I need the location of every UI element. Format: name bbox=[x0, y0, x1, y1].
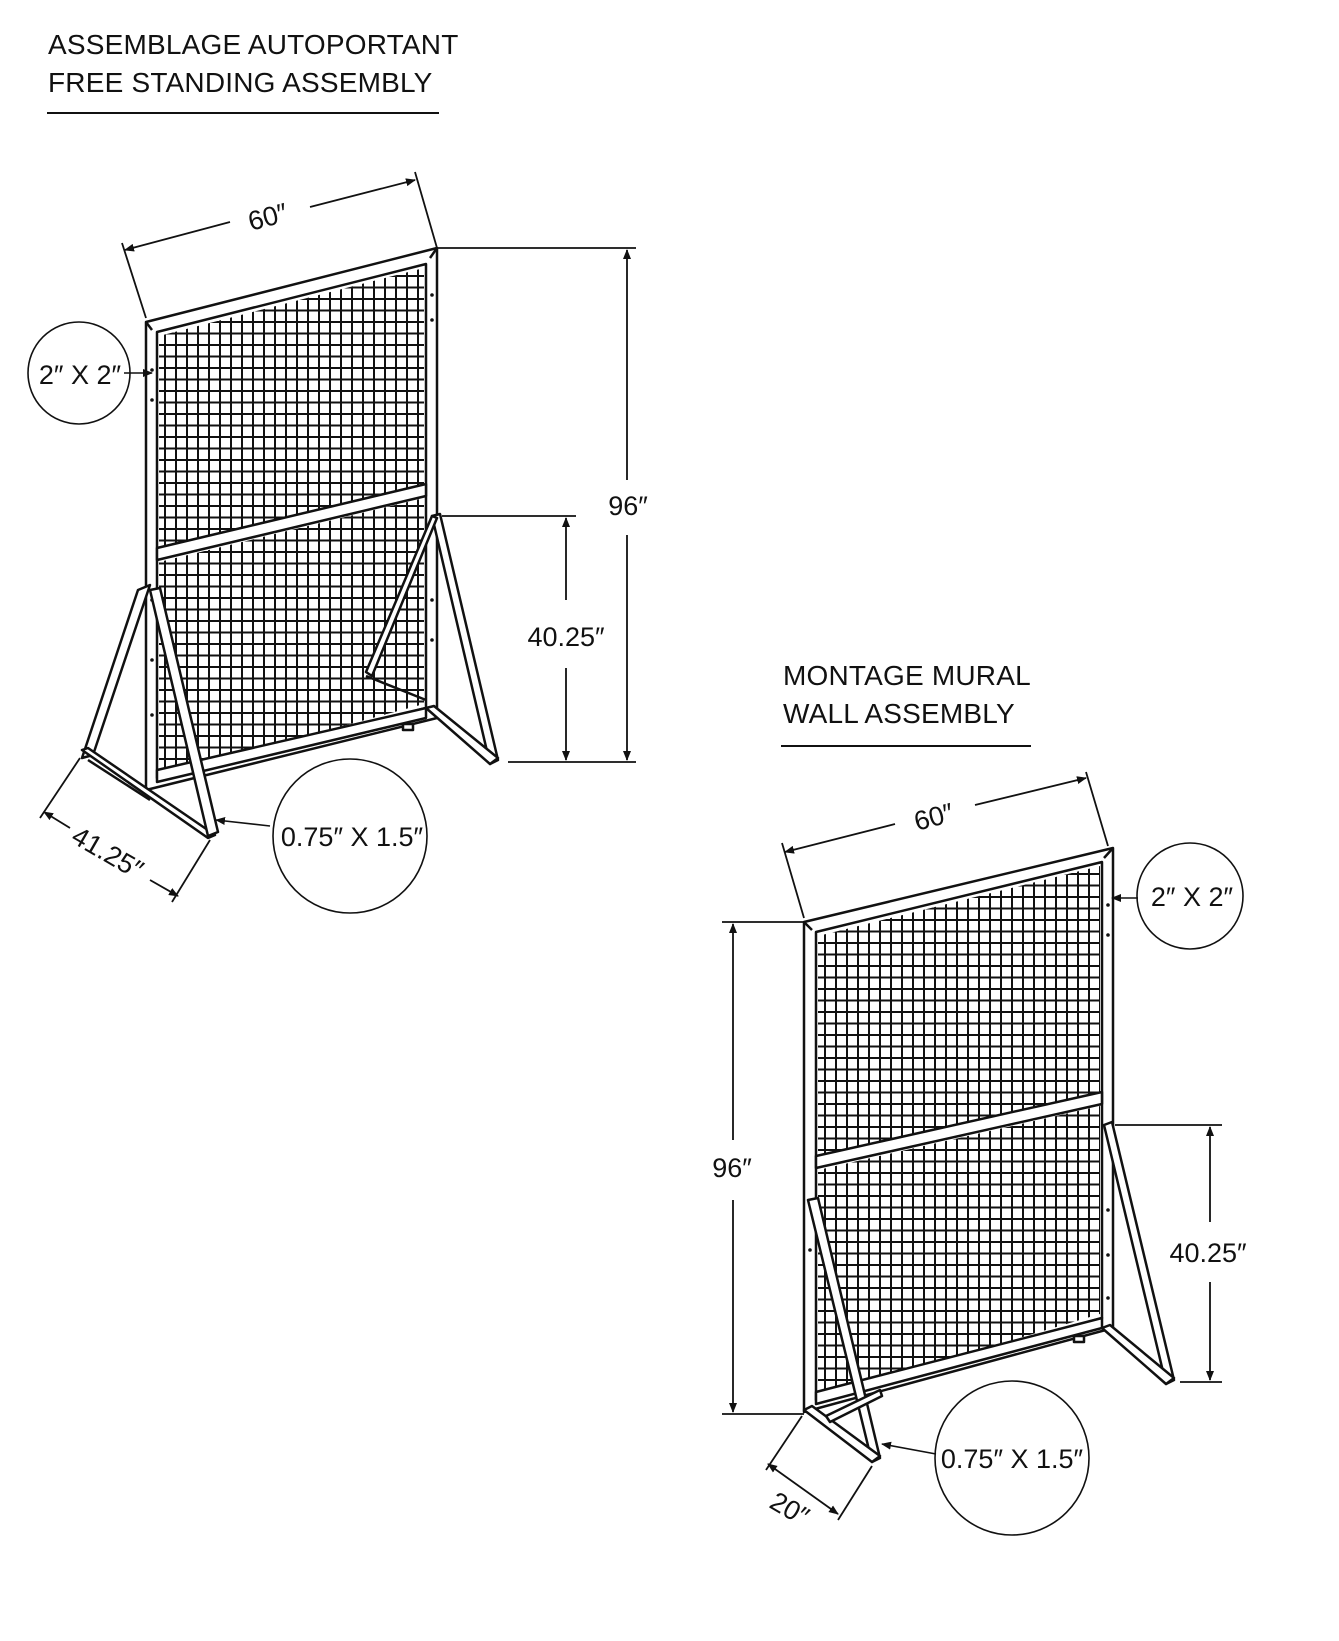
wall-frame-holes bbox=[808, 903, 1110, 1300]
wall-base-height-dimension bbox=[1115, 1124, 1222, 1383]
wall-panel bbox=[802, 846, 1115, 1414]
free-standing-title-fr: ASSEMBLAGE AUTOPORTANT bbox=[48, 29, 459, 60]
wall-height-dimension bbox=[722, 921, 804, 1415]
free-standing-underline bbox=[47, 112, 439, 114]
free-standing-height-label: 96″ bbox=[608, 491, 648, 521]
free-standing-leg-tube-callout bbox=[215, 758, 428, 914]
free-standing-leg-tube-label: 0.75″ X 1.5″ bbox=[281, 822, 424, 852]
wall-leg-tube-callout bbox=[881, 1380, 1090, 1536]
wall-left-leg bbox=[802, 1196, 884, 1464]
wall-right-leg bbox=[1072, 1120, 1176, 1386]
wall-depth-dimension bbox=[765, 1415, 873, 1521]
free-standing-left-leg bbox=[80, 583, 220, 840]
wall-heading: MONTAGE MURAL WALL ASSEMBLY bbox=[783, 657, 1031, 733]
free-standing-height-dimension bbox=[437, 247, 636, 763]
wall-title-fr: MONTAGE MURAL bbox=[783, 660, 1031, 691]
wall-width-dimension bbox=[781, 771, 1109, 919]
free-standing-right-leg bbox=[364, 512, 500, 766]
wall-frame-tube-callout bbox=[1111, 842, 1244, 950]
wall-frame-tube-label: 2″ X 2″ bbox=[1151, 882, 1234, 912]
free-standing-heading: ASSEMBLAGE AUTOPORTANT FREE STANDING ASS… bbox=[48, 26, 459, 102]
wall-underline bbox=[781, 745, 1031, 747]
free-standing-width-dimension bbox=[121, 171, 438, 319]
free-standing-base-height-dimension bbox=[442, 515, 576, 761]
free-standing-title-en: FREE STANDING ASSEMBLY bbox=[48, 67, 433, 98]
free-standing-frame-tube-callout bbox=[27, 321, 153, 425]
free-standing-width-label: 60″ bbox=[245, 197, 291, 236]
wall-height-label: 96″ bbox=[712, 1153, 752, 1183]
wall-leg-tube-label: 0.75″ X 1.5″ bbox=[941, 1444, 1084, 1474]
wall-width-label: 60″ bbox=[911, 797, 957, 836]
wall-title-en: WALL ASSEMBLY bbox=[783, 698, 1015, 729]
free-standing-depth-label: 41.25″ bbox=[67, 821, 149, 886]
free-standing-frame-tube-label: 2″ X 2″ bbox=[39, 360, 122, 390]
wall-base-height-label: 40.25″ bbox=[1169, 1238, 1247, 1268]
free-standing-base-height-label: 40.25″ bbox=[527, 622, 605, 652]
free-standing-depth-dimension bbox=[39, 757, 211, 903]
free-standing-panel bbox=[144, 246, 439, 792]
